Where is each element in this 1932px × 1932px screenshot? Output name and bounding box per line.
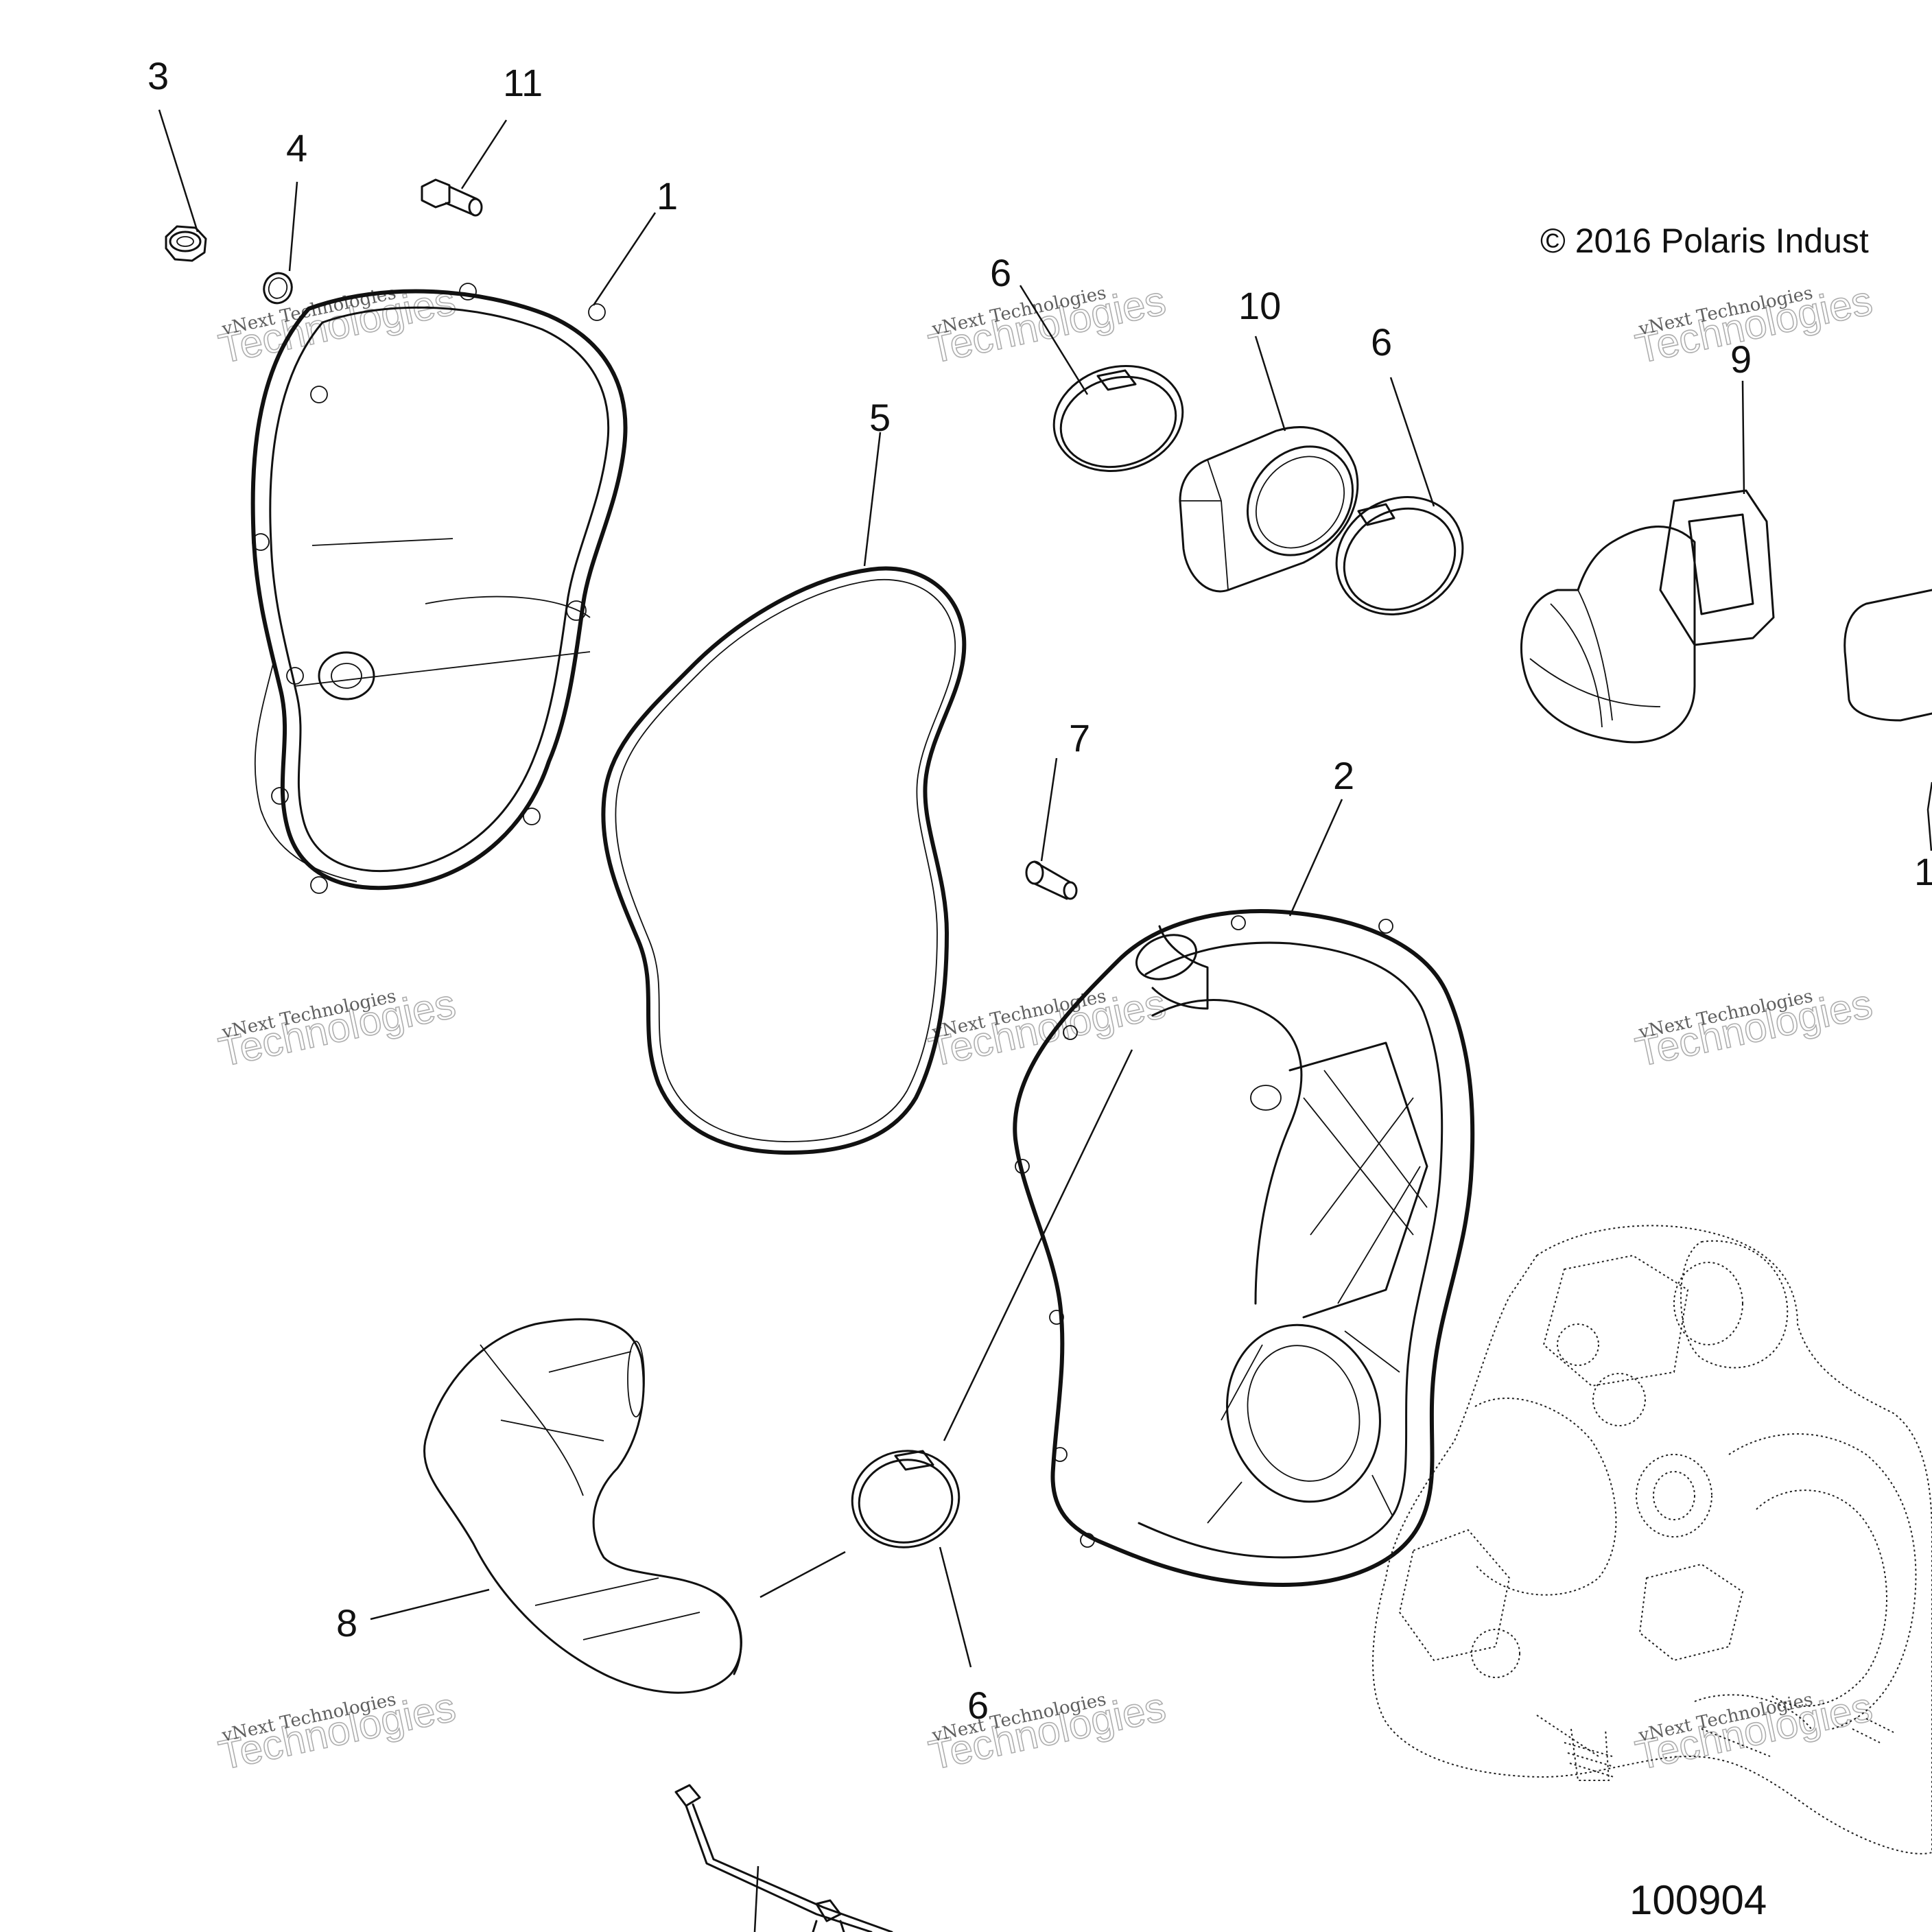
callout-number: 1 (1914, 850, 1932, 893)
watermark: Technologies vNext Technologies (214, 1683, 460, 1779)
callout-number: 4 (286, 126, 307, 169)
callout-number: 5 (869, 396, 891, 439)
callout-number: 1 (657, 174, 678, 217)
callout-number: 6 (1371, 320, 1392, 364)
part-bolt-top (421, 178, 483, 217)
part-edge-partial (1843, 589, 1932, 722)
part-hose-clamp (851, 1450, 961, 1548)
watermark: Technologies vNext Technologies (1631, 980, 1876, 1076)
watermark: Technologies vNext Technologies (214, 276, 460, 373)
part-hose-clamp (1335, 496, 1464, 615)
watermark: Technologies vNext Technologies (214, 980, 460, 1076)
watermark: Technologies vNext Technologies (924, 276, 1170, 373)
part-outer-clutch-cover (250, 283, 628, 894)
callout-number: 9 (1730, 338, 1752, 381)
callout-number: 6 (967, 1684, 989, 1727)
figure-number: 100904 (1629, 1877, 1767, 1923)
part-bolt-middle (1025, 860, 1078, 900)
part-inner-clutch-cover (1013, 909, 1475, 1588)
watermark: Technologies vNext Technologies (924, 980, 1170, 1076)
callout-number: 10 (1238, 284, 1281, 327)
part-wire-harness (674, 1784, 893, 1932)
callout-number: 11 (503, 61, 543, 104)
watermark: Technologies vNext Technologies (924, 1683, 1170, 1779)
part-nut (165, 225, 207, 262)
callout-number: 7 (1069, 716, 1090, 759)
callout-number: 2 (1333, 754, 1354, 797)
watermark-group: Technologies vNext Technologies Technolo… (214, 276, 1876, 1779)
copyright-text: © 2016 Polaris Indust (1540, 222, 1869, 260)
part-hose-clamp (1052, 364, 1184, 473)
callout-number: 6 (990, 251, 1011, 294)
part-cover-gasket (601, 566, 967, 1155)
callout-number: 8 (336, 1601, 357, 1645)
callout-number: 3 (148, 54, 169, 97)
engine-transmission-ghost (1372, 1225, 1932, 1854)
watermark: Technologies vNext Technologies (1631, 1683, 1876, 1779)
part-duct-hose (423, 1318, 742, 1694)
part-intake-boot (1520, 489, 1775, 744)
part-o-ring-small (263, 272, 293, 305)
watermark: Technologies vNext Technologies (1631, 276, 1876, 373)
part-duct-adapter (1179, 426, 1359, 593)
leader-lines (158, 109, 1932, 1932)
